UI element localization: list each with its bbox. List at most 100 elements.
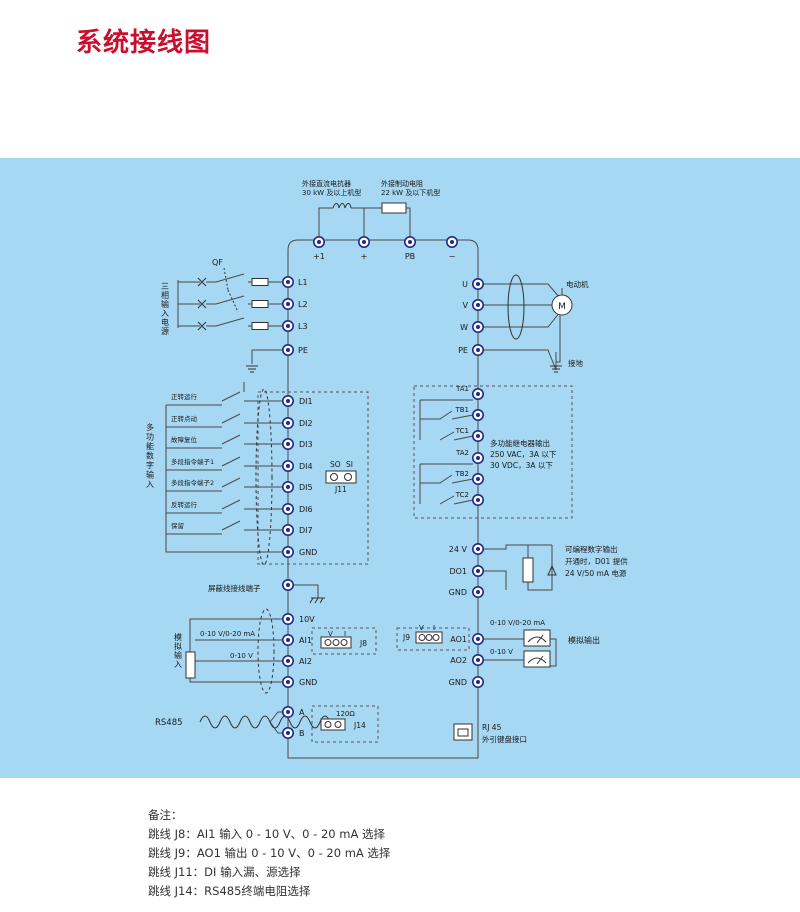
rj45-jack bbox=[457, 728, 469, 737]
reactor-coil bbox=[332, 203, 352, 209]
terminal-label-ao: AO1 bbox=[450, 635, 467, 644]
jumper-j11-name: J11 bbox=[334, 485, 347, 494]
terminal-relay-2-dot bbox=[476, 434, 480, 438]
terminal-motor-2-dot bbox=[476, 325, 480, 329]
di-input-label: 多段指令端子2 bbox=[171, 478, 214, 487]
terminal-relay-1-dot bbox=[476, 413, 480, 417]
shield-ellipse-ai bbox=[257, 608, 275, 694]
vertical-label-char: 三 bbox=[161, 282, 169, 291]
di-switch-blade bbox=[221, 477, 241, 488]
jumper-pin bbox=[344, 473, 352, 481]
ao-jumper-box bbox=[396, 627, 470, 651]
terminal-label-power: L1 bbox=[298, 278, 308, 287]
terminal-power-2-dot bbox=[286, 324, 290, 328]
terminal-ai-3-dot bbox=[286, 680, 290, 684]
relay-nc-lead bbox=[451, 478, 474, 484]
terminal-di-1-dot bbox=[286, 421, 290, 425]
fuse bbox=[251, 278, 269, 286]
terminal-label-top: + bbox=[361, 252, 368, 261]
breaker-linkage bbox=[223, 267, 239, 313]
terminal-ao-0-dot bbox=[476, 637, 480, 641]
motor-symbol bbox=[551, 294, 573, 316]
do-diode bbox=[547, 564, 557, 576]
relay-no-lead bbox=[453, 435, 474, 441]
terminal-label-motor: W bbox=[460, 323, 468, 332]
di-input-label: 反转运行 bbox=[171, 500, 198, 509]
terminal-power-0-dot bbox=[286, 280, 290, 284]
terminal-do-2-dot bbox=[476, 590, 480, 594]
terminal-di-7-dot bbox=[286, 550, 290, 554]
terminal-di-2-dot bbox=[286, 442, 290, 446]
relay-box bbox=[413, 385, 573, 519]
terminal-top-3-dot bbox=[450, 240, 454, 244]
vertical-label-char: 入 bbox=[161, 309, 169, 318]
motor-pe-wire bbox=[483, 315, 561, 371]
vertical-label-char: 电 bbox=[161, 317, 169, 327]
ai2-range-label: 0-10 V bbox=[230, 652, 253, 660]
note-line: 跳线 J14：RS485终端电阻选择 bbox=[148, 884, 311, 898]
jumper-j9-v: V bbox=[419, 624, 424, 632]
vertical-label-char: 能 bbox=[146, 441, 154, 451]
di-input-label: 正转运行 bbox=[171, 392, 198, 401]
relay-nc bbox=[420, 474, 453, 484]
vertical-label-char: 多 bbox=[146, 422, 154, 432]
shield-label: 屏蔽线接线端子 bbox=[208, 583, 261, 593]
terminal-relay-5-dot bbox=[476, 498, 480, 502]
rs485-b-wire bbox=[269, 721, 283, 734]
brake-resistor bbox=[381, 202, 407, 214]
terminal-label-di: DI3 bbox=[299, 440, 313, 449]
cross-mark bbox=[197, 277, 207, 287]
jumper-j14-block bbox=[320, 718, 346, 731]
brake-resistor-label: 外接制动电阻 bbox=[381, 179, 423, 188]
terminal-label-do: GND bbox=[449, 588, 467, 597]
relay-desc-dc: 30 VDC，3A 以下 bbox=[490, 461, 553, 470]
terminal-motor-3-dot bbox=[476, 348, 480, 352]
meter-1 bbox=[523, 629, 551, 647]
terminal-label-ai: GND bbox=[299, 678, 317, 687]
fuse bbox=[251, 300, 269, 308]
terminal-label-relay: TA2 bbox=[455, 449, 469, 457]
terminal-relay-4-dot bbox=[476, 477, 480, 481]
terminal-power-1-dot bbox=[286, 302, 290, 306]
do-24v-wire bbox=[483, 544, 552, 550]
brake-resistor-note: 22 kW 及以下机型 bbox=[381, 188, 440, 197]
ground-motor bbox=[550, 365, 562, 373]
di-jumper-box bbox=[257, 391, 369, 565]
motor-ground-label: 接地 bbox=[568, 358, 583, 368]
terminal-label-power: PE bbox=[298, 346, 308, 355]
terminal-di-6-dot bbox=[286, 528, 290, 532]
cross-mark bbox=[197, 321, 207, 331]
terminal-top-0-dot bbox=[317, 240, 321, 244]
dashed-boxes bbox=[257, 385, 573, 743]
terminal-label-ai: 10V bbox=[299, 615, 315, 624]
terminal-label-motor: PE bbox=[458, 346, 468, 355]
relay-desc-ac: 250 VAC，3A 以下 bbox=[490, 450, 557, 459]
breaker-contact bbox=[206, 295, 245, 305]
meter-2 bbox=[523, 650, 551, 668]
terminal-label-relay: TA1 bbox=[455, 385, 469, 393]
breaker-label: QF bbox=[212, 258, 223, 267]
components bbox=[185, 202, 573, 741]
relay-no bbox=[439, 495, 455, 505]
relay-no-lead bbox=[453, 499, 474, 505]
vertical-label-char: 拟 bbox=[174, 641, 182, 651]
di-switch-blade bbox=[221, 456, 241, 467]
vertical-label-char: 相 bbox=[161, 290, 169, 300]
terminal-motor-1-dot bbox=[476, 303, 480, 307]
jumper-j8-i: I bbox=[344, 630, 346, 638]
vertical-label-char: 输 bbox=[161, 299, 169, 309]
terminal-label-ai: AI1 bbox=[299, 636, 312, 645]
terminal-label-do: 24 V bbox=[449, 545, 468, 554]
terminal-label-relay: TB2 bbox=[454, 470, 469, 478]
note-line: 跳线 J8：AI1 输入 0 - 10 V、0 - 20 mA 选择 bbox=[148, 827, 385, 841]
terminal-do-0-dot bbox=[476, 547, 480, 551]
di-input-label: 保留 bbox=[171, 521, 184, 530]
terminal-top-1-dot bbox=[362, 240, 366, 244]
rs485-a-wire bbox=[269, 711, 283, 723]
terminal-label-relay: TC2 bbox=[455, 491, 469, 499]
jumper-j8-block bbox=[320, 636, 352, 649]
terminal-label-top: PB bbox=[405, 252, 415, 261]
motor-wire-w bbox=[483, 311, 561, 328]
breaker-contact bbox=[206, 317, 245, 327]
